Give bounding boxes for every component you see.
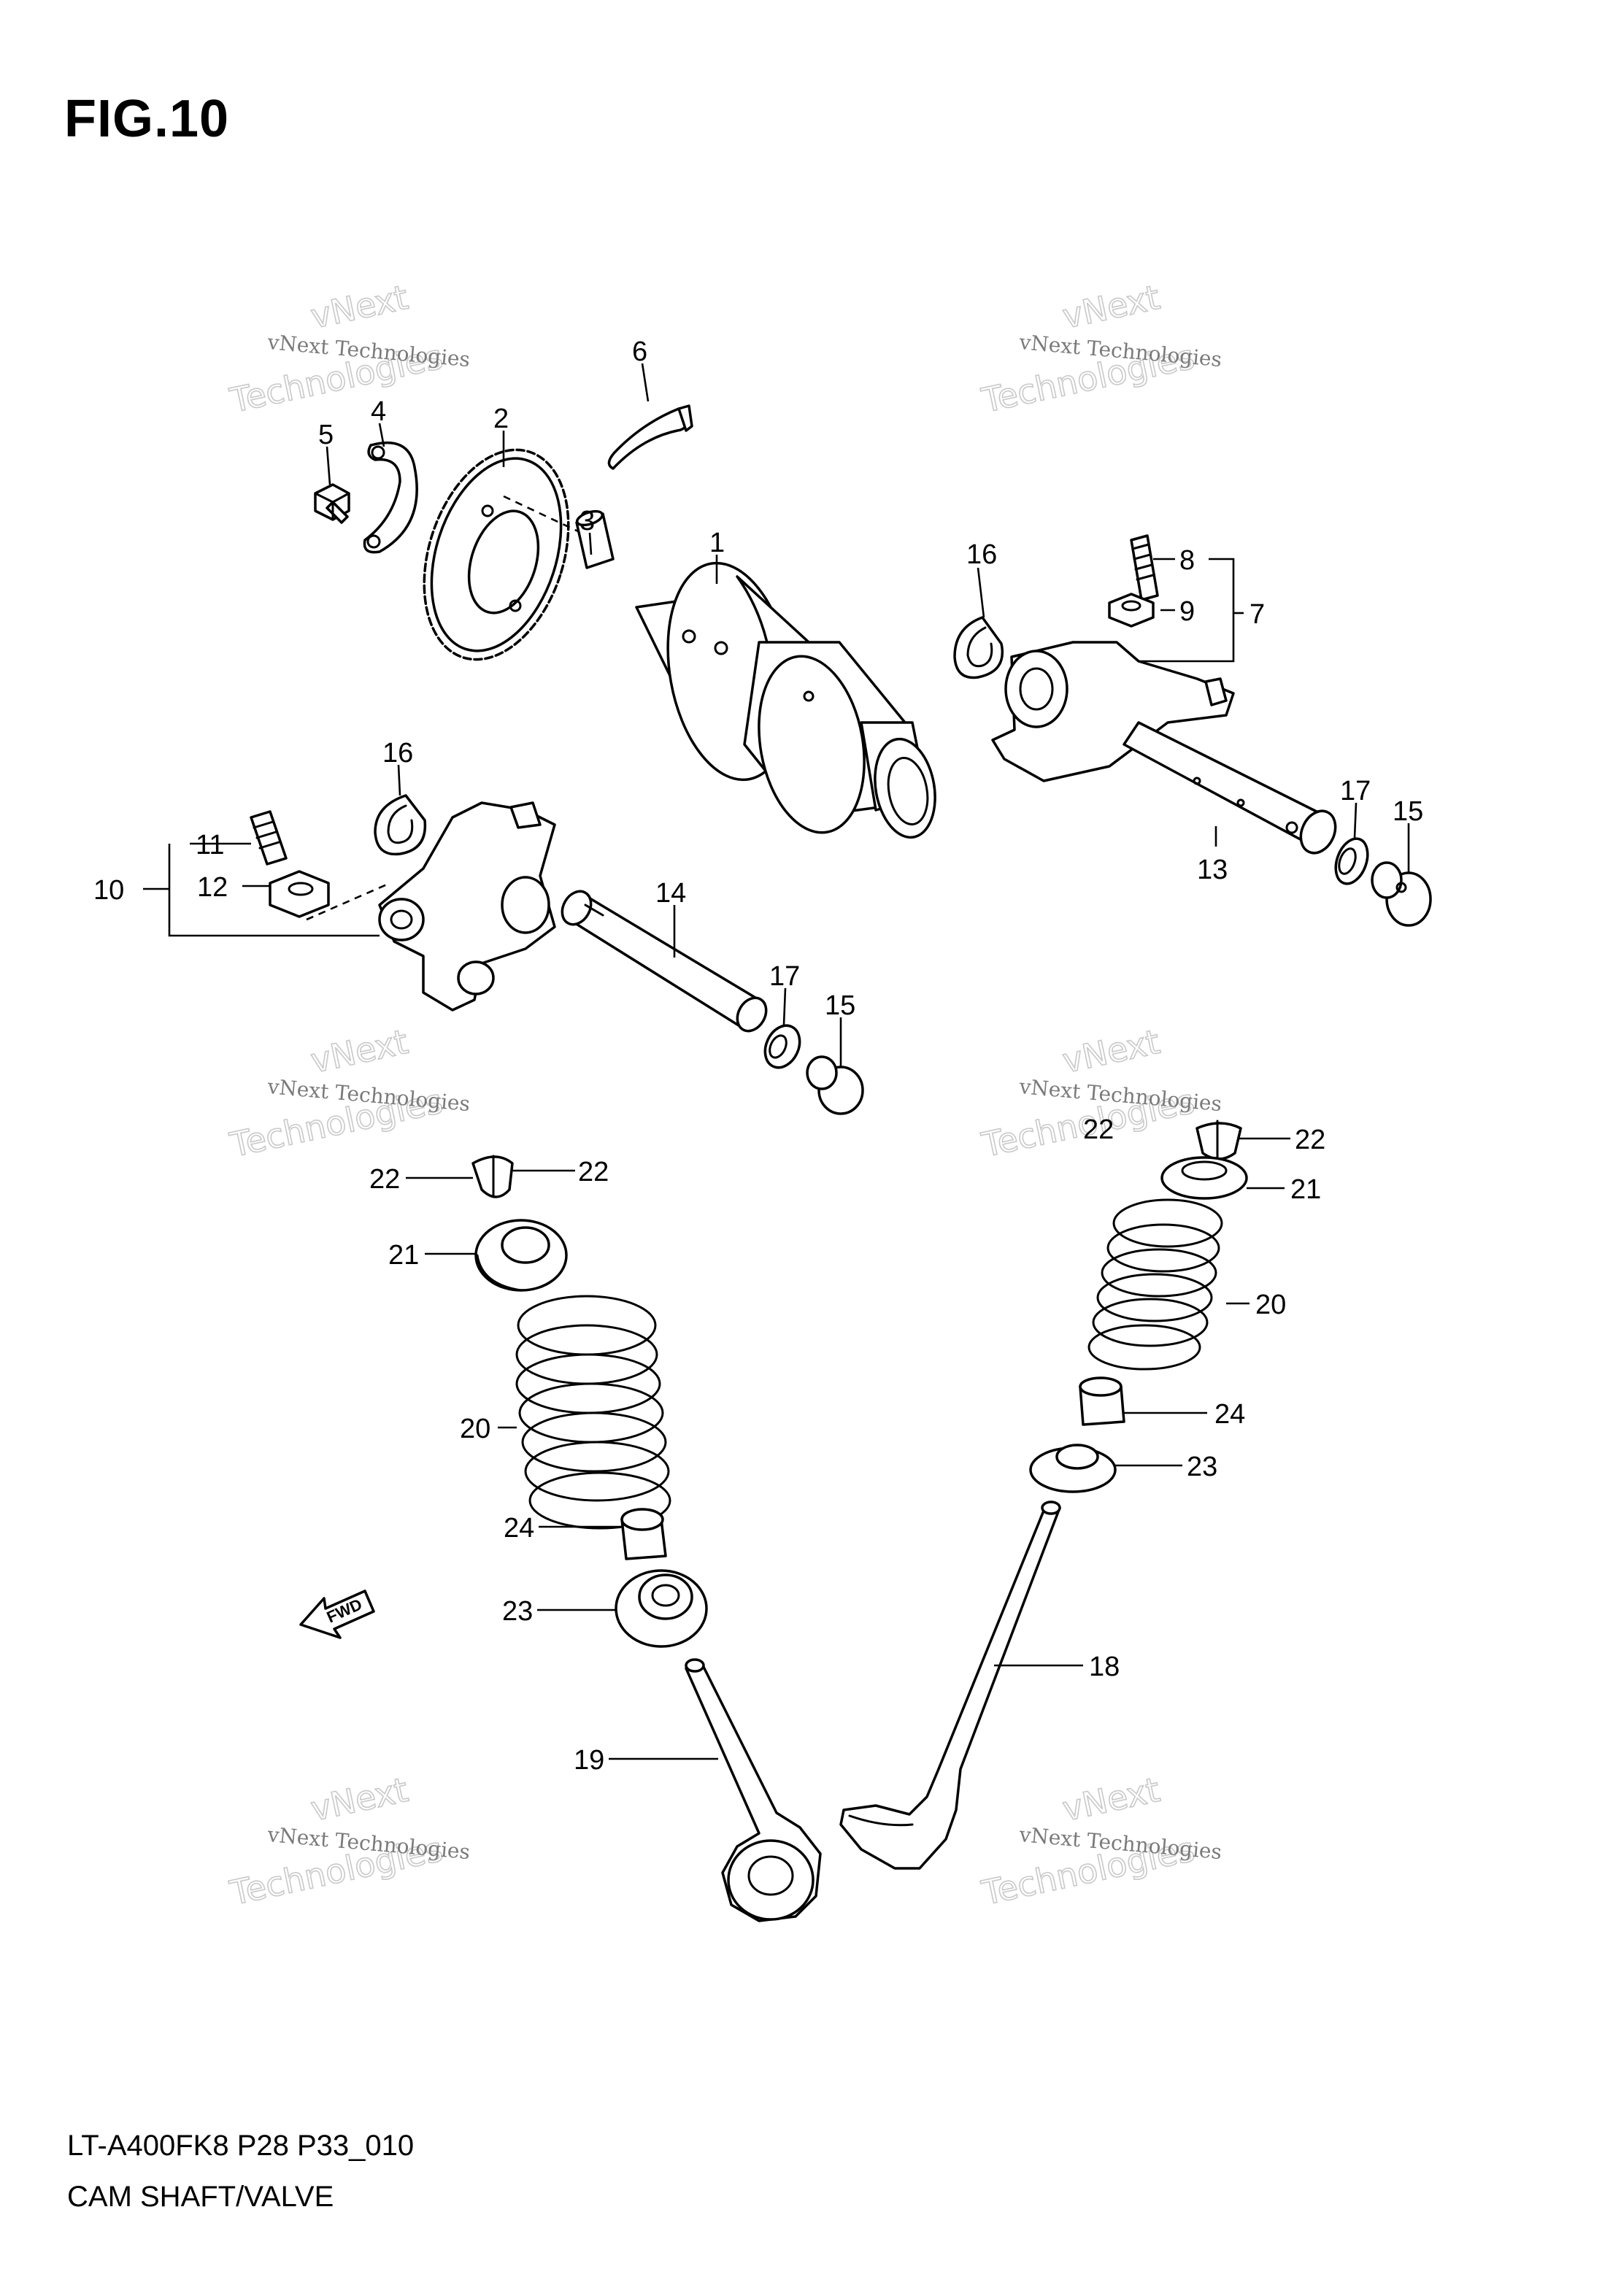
part-15-plug-right [1371,861,1432,927]
callout-15-right: 15 [1393,796,1423,827]
part-20-spring-left [515,1295,671,1530]
callout-7: 7 [1250,599,1265,630]
part-19-intake-valve [685,1658,822,1922]
callout-21-left: 21 [388,1240,419,1271]
svg-text:vNext: vNext [307,1022,412,1081]
part-6-half-ring [607,404,693,470]
watermark-top-right: vNext Technologies vNext Technologies [977,277,1223,421]
part-21-retainer-right [1160,1156,1248,1200]
callout-8: 8 [1179,545,1195,576]
callout-13: 13 [1197,855,1228,885]
watermark-bottom-left: vNext Technologies vNext Technologies [226,1769,471,1914]
callout-20-right: 20 [1255,1290,1286,1320]
svg-text:vNext: vNext [1059,277,1163,336]
svg-text:vNext: vNext [307,1770,412,1829]
callout-3: 3 [580,506,595,536]
callout-20-left: 20 [460,1414,490,1444]
leader-lines [143,363,1410,1760]
part-15-plug-left [806,1055,864,1115]
part-21-retainer-left [474,1219,568,1292]
callout-6: 6 [632,336,647,367]
part-14-rocker-shaft-left [561,890,768,1033]
callout-11: 11 [196,830,224,860]
part-24-seal-right [1079,1376,1125,1426]
part-5-bolt [314,483,350,524]
part-1-camshaft [635,561,936,839]
callout-1: 1 [709,528,725,558]
part-10-rocker-arm-left [378,801,556,1012]
callout-18: 18 [1089,1652,1120,1682]
part-8-adjust-screw-right [1130,534,1159,601]
part-13-rocker-shaft-right [1123,721,1337,855]
watermark-top-left: vNext Technologies vNext Technologies [226,277,471,421]
callout-labels: 1 2 3 4 5 6 7 8 9 10 11 12 13 14 15 15 1… [93,336,1423,1776]
callout-9: 9 [1179,596,1195,627]
svg-text:vNext: vNext [307,277,412,336]
part-18-exhaust-valve [839,1501,1061,1870]
watermark-middle-left: vNext Technologies vNext Technologies [226,1021,471,1166]
svg-text:vNext: vNext [1059,1022,1163,1081]
callout-15-left: 15 [825,990,855,1021]
callout-23-right: 23 [1187,1452,1217,1482]
callout-17-right: 17 [1340,776,1371,806]
callout-22-right-a: 22 [1083,1114,1114,1145]
part-17-washer-left [763,1024,801,1069]
part-23-seat-left [615,1569,708,1648]
part-16-oring-right [953,616,1004,679]
part-23-seat-right [1029,1444,1117,1493]
diagram-title: CAM SHAFT/VALVE [67,2181,334,2213]
part-16-oring-left [374,794,427,856]
part-11-adjust-screw-left [250,810,288,866]
callout-24-right: 24 [1214,1399,1245,1430]
callout-22-left-a: 22 [369,1164,400,1195]
callout-17-left: 17 [769,961,800,992]
part-24-seal-left [620,1508,667,1560]
part-20-spring-right [1087,1198,1223,1371]
part-9-nut-right [1108,593,1155,628]
part-22-cotters-left [471,1155,514,1198]
callout-5: 5 [318,420,334,450]
callout-24-left: 24 [504,1513,534,1544]
part-12-nut-left [269,870,388,921]
callout-4: 4 [371,396,386,427]
part-22-cotters-right [1195,1120,1242,1160]
fwd-arrow-icon: FWD [299,1590,375,1639]
part-7-rocker-arm-right [991,641,1235,782]
part-2-cam-sprocket [423,448,570,661]
callout-10: 10 [93,875,124,906]
model-code: LT-A400FK8 P28 P33_010 [67,2130,415,2162]
part-4-lock-plate [363,441,418,554]
figure-title: FIG.10 [64,90,230,148]
part-3-dowel-pin [503,495,615,569]
callout-2: 2 [493,404,509,434]
part-17-washer-right [1334,837,1369,885]
callout-22-left-b: 22 [578,1157,609,1187]
callout-19: 19 [574,1745,604,1776]
callout-21-right: 21 [1290,1174,1321,1205]
callout-12: 12 [197,872,228,903]
callout-16-right: 16 [966,539,997,570]
watermark-bottom-right: vNext Technologies vNext Technologies [977,1769,1223,1914]
callout-16-left: 16 [382,738,413,768]
callout-23-left: 23 [502,1596,533,1627]
svg-text:vNext: vNext [1059,1770,1163,1829]
callout-14: 14 [655,878,686,909]
callout-22-right-b: 22 [1295,1125,1325,1155]
